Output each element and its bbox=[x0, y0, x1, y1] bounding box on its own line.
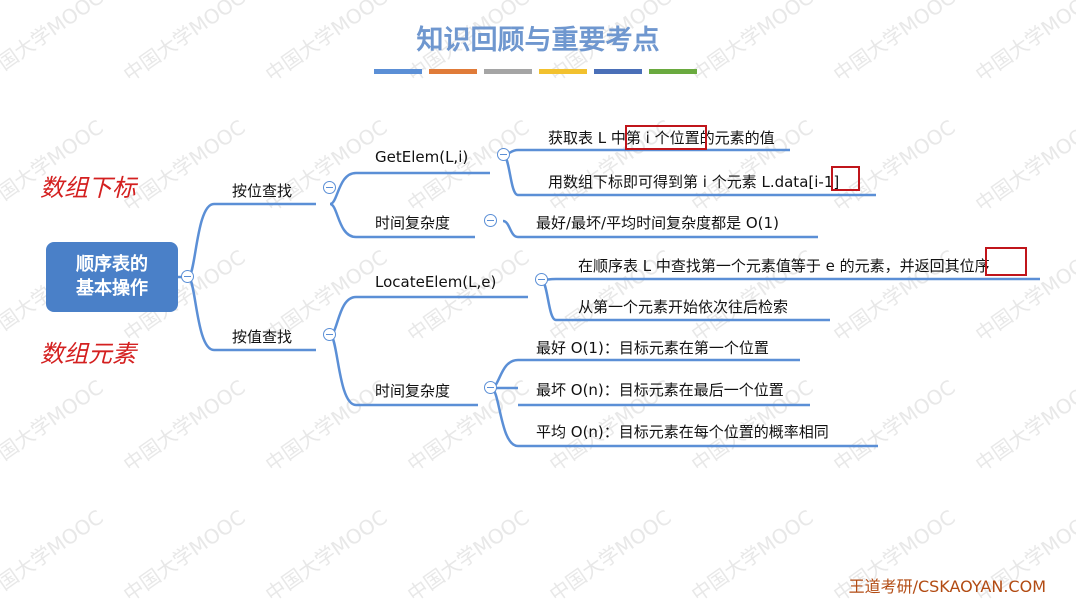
node-complexity-value[interactable]: 时间复杂度 bbox=[375, 382, 451, 400]
highlight-text: 位序 bbox=[959, 257, 990, 275]
collapse-icon[interactable] bbox=[484, 214, 497, 227]
text-pre: 用数组下标即可得到第 i 个元素 L.data[ bbox=[548, 173, 815, 191]
root-node[interactable]: 顺序表的基本操作 bbox=[46, 242, 178, 312]
highlight-box bbox=[625, 125, 707, 150]
collapse-icon[interactable] bbox=[497, 148, 510, 161]
node-complexity-position[interactable]: 时间复杂度 bbox=[375, 214, 451, 232]
highlight-box bbox=[985, 247, 1027, 276]
color-bar bbox=[374, 69, 422, 74]
collapse-icon[interactable] bbox=[484, 381, 497, 394]
leaf-best[interactable]: 最好 O(1)：目标元素在第一个位置 bbox=[536, 339, 769, 357]
leaf-worst[interactable]: 最坏 O(n)：目标元素在最后一个位置 bbox=[536, 381, 784, 399]
brand-footer: 王道考研/CSKAOYAN.COM bbox=[848, 577, 1046, 596]
color-bar bbox=[594, 69, 642, 74]
leaf-complexity-o1[interactable]: 最好/最坏/平均时间复杂度都是 O(1) bbox=[536, 214, 779, 232]
leaf-average[interactable]: 平均 O(n)：目标元素在每个位置的概率相同 bbox=[536, 423, 829, 441]
color-bar bbox=[649, 69, 697, 74]
collapse-icon[interactable] bbox=[535, 273, 548, 286]
leaf-locate-scan[interactable]: 从第一个元素开始依次往后检索 bbox=[578, 298, 789, 316]
node-getelem[interactable]: GetElem(L,i) bbox=[375, 148, 469, 166]
handwritten-note-index: 数组下标 bbox=[40, 174, 136, 202]
text-pre: 在顺序表 L 中查找第一个元素值等于 e 的元素，并返回其 bbox=[578, 257, 960, 275]
highlight-box bbox=[831, 166, 860, 191]
text-post: ] bbox=[833, 173, 840, 191]
leaf-getelem-desc[interactable]: 获取表 L 中第 i 个位置的元素的值 bbox=[548, 127, 775, 148]
leaf-locate-desc[interactable]: 在顺序表 L 中查找第一个元素值等于 e 的元素，并返回其位序 bbox=[578, 255, 990, 276]
text-pre: 获取表 L 中 bbox=[548, 129, 626, 147]
color-bar bbox=[539, 69, 587, 74]
leaf-getelem-index[interactable]: 用数组下标即可得到第 i 个元素 L.data[i-1] bbox=[548, 171, 839, 192]
root-line2: 基本操作 bbox=[76, 278, 148, 299]
root-line1: 顺序表的 bbox=[76, 254, 148, 275]
handwritten-note-element: 数组元素 bbox=[40, 340, 136, 368]
collapse-icon[interactable] bbox=[323, 181, 336, 194]
text-post: 的元素的值 bbox=[699, 129, 775, 147]
collapse-icon[interactable] bbox=[323, 328, 336, 341]
color-bar bbox=[429, 69, 477, 74]
color-bar bbox=[484, 69, 532, 74]
node-by-position[interactable]: 按位查找 bbox=[232, 182, 293, 200]
node-by-value[interactable]: 按值查找 bbox=[232, 328, 293, 346]
page-title: 知识回顾与重要考点 bbox=[416, 25, 660, 56]
highlight-text: 第 i 个位置 bbox=[625, 129, 700, 147]
highlight-text: i-1 bbox=[814, 173, 834, 191]
collapse-icon[interactable] bbox=[181, 270, 194, 283]
node-locateelem[interactable]: LocateElem(L,e) bbox=[375, 273, 497, 291]
